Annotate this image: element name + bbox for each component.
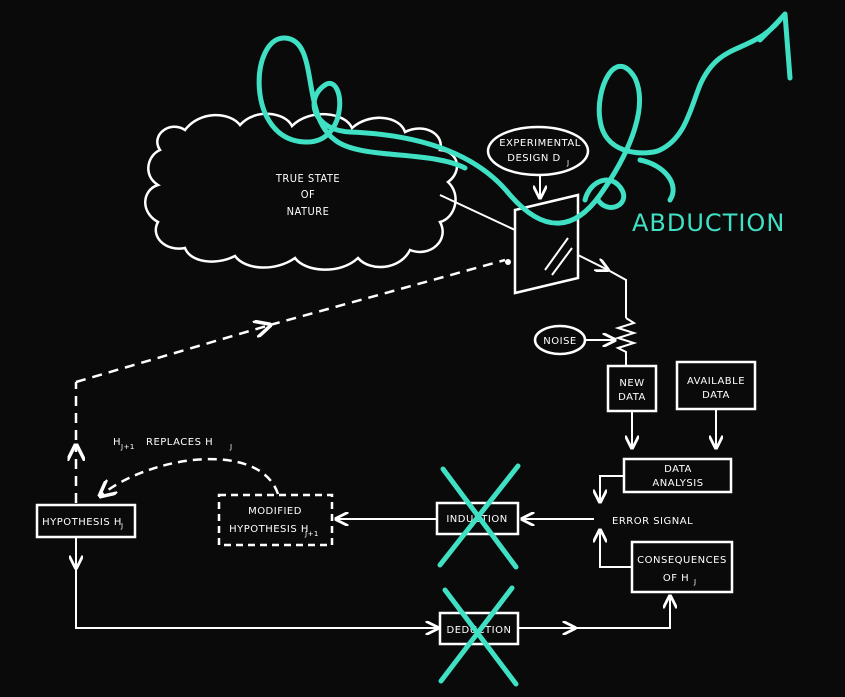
- filter-dot: [505, 259, 511, 265]
- filter-hatch-2: [551, 247, 573, 276]
- noise-label: NOISE: [543, 336, 576, 347]
- modified-hypothesis-label-2: HYPOTHESIS H: [229, 524, 309, 535]
- available-data-label-1: AVAILABLE: [687, 376, 745, 387]
- true-state-label-2: OF: [301, 188, 315, 201]
- experimental-design-node: [486, 125, 590, 177]
- modified-hypothesis-label-1: MODIFIED: [248, 506, 302, 517]
- experiment-filter: [513, 193, 580, 295]
- error-signal-label: ERROR SIGNAL: [612, 516, 693, 527]
- deduction-to-consequences-path: [518, 596, 670, 629]
- hypothesis-sub: J: [120, 522, 124, 530]
- dashed-to-filter-2: [269, 258, 506, 327]
- data-analysis-label-2: ANALYSIS: [652, 478, 703, 489]
- consequences-sub: J: [693, 578, 697, 586]
- abduction-squiggle: [256, 17, 783, 226]
- true-state-cloud: [144, 112, 459, 271]
- new-data-label-1: NEW: [619, 378, 644, 389]
- consequences-node: [630, 540, 734, 594]
- true-state-label-3: NATURE: [287, 205, 330, 218]
- filter-output-arrow: [577, 254, 608, 270]
- hypothesis-label: HYPOTHESIS H: [42, 517, 122, 528]
- abduction-loop: [637, 157, 676, 203]
- new-data-label-2: DATA: [618, 392, 646, 403]
- experimental-design-label-1: EXPERIMENTAL: [499, 138, 581, 149]
- output-line: [607, 269, 627, 318]
- data-analysis-label-1: DATA: [664, 464, 692, 475]
- experimental-design-label-2: DESIGN D: [507, 153, 560, 164]
- replaces-curve: [100, 457, 280, 496]
- available-data-label-2: DATA: [702, 390, 730, 401]
- modified-hypothesis-sub: J+1: [304, 530, 319, 538]
- abduction-arrowhead: [757, 11, 793, 81]
- filter-hatch-1: [544, 237, 569, 271]
- replaces-sub-2: J: [229, 443, 233, 451]
- true-state-label-1: TRUE STATE: [275, 172, 340, 185]
- hypothesis-node: [35, 503, 137, 539]
- induction-strike-2: [437, 463, 521, 568]
- replaces-h: H: [113, 437, 121, 448]
- dashed-to-filter-1: [75, 325, 270, 384]
- consequences-to-error-arrow: [600, 530, 632, 568]
- analysis-to-error-arrow: [600, 475, 624, 502]
- consequences-label-2: OF H: [663, 573, 689, 584]
- replaces-sub-1: J+1: [120, 443, 135, 451]
- abduction-label: ABDUCTION: [632, 209, 785, 237]
- abduction-small-loop: [582, 177, 627, 210]
- deduction-strike-1: [442, 587, 519, 687]
- hypothesis-to-deduction-path: [75, 537, 438, 628]
- replaces-label: REPLACES H: [146, 437, 213, 448]
- consequences-label-1: CONSEQUENCES: [637, 555, 727, 566]
- experimental-design-sub: J: [566, 159, 570, 167]
- nature-ray: [439, 194, 516, 231]
- deduction-strike-2: [438, 585, 515, 684]
- noise-spring: [614, 317, 638, 366]
- modified-hypothesis-node: [217, 493, 334, 547]
